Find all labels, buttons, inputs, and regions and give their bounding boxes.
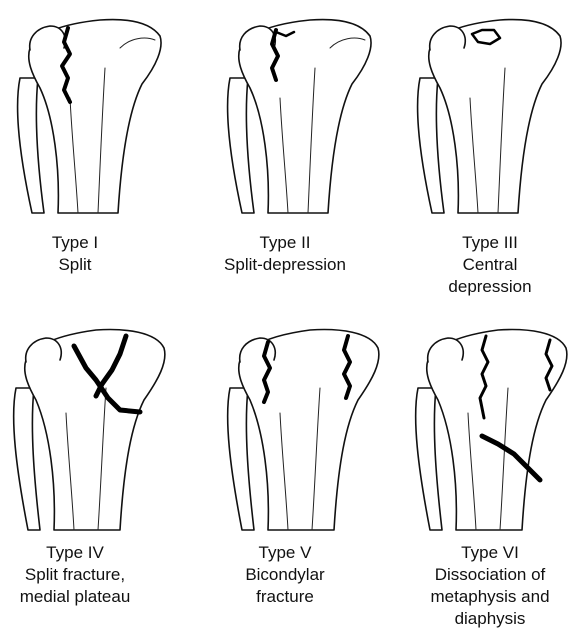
type-v-desc-2: fracture — [220, 586, 350, 608]
type-iii-title: Type III — [420, 232, 560, 254]
type-ii-title: Type II — [200, 232, 370, 254]
type-v-caption: Type V Bicondylar fracture — [220, 542, 350, 608]
type-v-title: Type V — [220, 542, 350, 564]
type-v-illustration — [222, 318, 387, 533]
type-iii-caption: Type III Central depression — [420, 232, 560, 298]
type-vi-title: Type VI — [410, 542, 570, 564]
type-iii-desc-1: Central — [420, 254, 560, 276]
type-i-desc: Split — [10, 254, 140, 276]
type-ii-caption: Type II Split-depression — [200, 232, 370, 276]
type-i-title: Type I — [10, 232, 140, 254]
type-vi-caption: Type VI Dissociation of metaphysis and d… — [410, 542, 570, 630]
type-iv-illustration — [8, 318, 173, 533]
type-ii-desc: Split-depression — [200, 254, 370, 276]
type-ii-illustration — [220, 8, 390, 218]
type-iv-desc-2: medial plateau — [0, 586, 150, 608]
type-iii-desc-2: depression — [420, 276, 560, 298]
type-v-desc-1: Bicondylar — [220, 564, 350, 586]
type-vi-desc-3: diaphysis — [410, 608, 570, 630]
type-iv-desc-1: Split fracture, — [0, 564, 150, 586]
type-vi-desc-2: metaphysis and — [410, 586, 570, 608]
type-iv-title: Type IV — [0, 542, 150, 564]
type-i-caption: Type I Split — [10, 232, 140, 276]
type-iii-illustration — [410, 8, 570, 218]
type-vi-illustration — [410, 318, 570, 533]
type-iv-caption: Type IV Split fracture, medial plateau — [0, 542, 150, 608]
type-i-illustration — [10, 8, 180, 218]
type-vi-desc-1: Dissociation of — [410, 564, 570, 586]
